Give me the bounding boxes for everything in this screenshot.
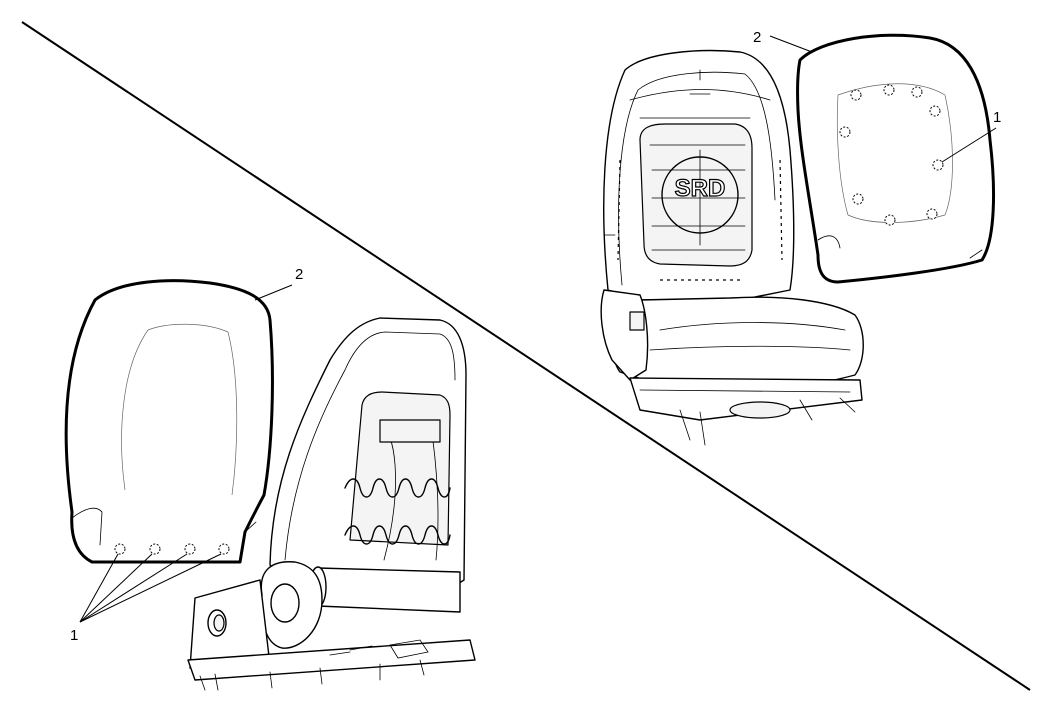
right-retainer-clip: [852, 193, 864, 205]
left-panel: 2 1: [64, 266, 476, 691]
right-retainer-clip: [929, 105, 941, 117]
right-seat: SRD: [600, 49, 864, 446]
right-retainer-clip: [884, 214, 896, 226]
left-retainer-clip: [114, 543, 126, 555]
airbag-srd-label: SRD: [675, 175, 726, 202]
left-retainer-clip: [218, 543, 230, 555]
left-retainer-leader-lines: [79, 553, 222, 623]
left-cover-leader-line: [254, 284, 293, 301]
left-retainer-callout-number: 1: [70, 627, 78, 644]
right-panel: SRD: [600, 29, 1001, 446]
right-retainer-clip: [911, 86, 923, 98]
left-seat-back-panel: [64, 279, 274, 564]
right-retainer-clip: [850, 89, 862, 101]
right-retainer-leader-line: [941, 127, 997, 163]
left-cover-callout-number: 2: [295, 266, 303, 283]
right-retainer-clip: [839, 126, 851, 138]
right-cover-leader-line: [769, 35, 813, 53]
left-retainer-clip: [184, 543, 196, 555]
right-retainer-clip: [926, 208, 938, 220]
right-seat-back-panel: [796, 33, 995, 284]
left-retainer-clip: [149, 543, 161, 555]
right-retainer-callout-number: 1: [993, 109, 1001, 126]
right-retainer-clip: [883, 84, 895, 96]
right-cover-callout-number: 2: [753, 29, 761, 46]
right-retainer-clip: [932, 159, 944, 171]
left-seat-frame: [187, 317, 476, 691]
panel-divider-line: [21, 21, 1031, 691]
